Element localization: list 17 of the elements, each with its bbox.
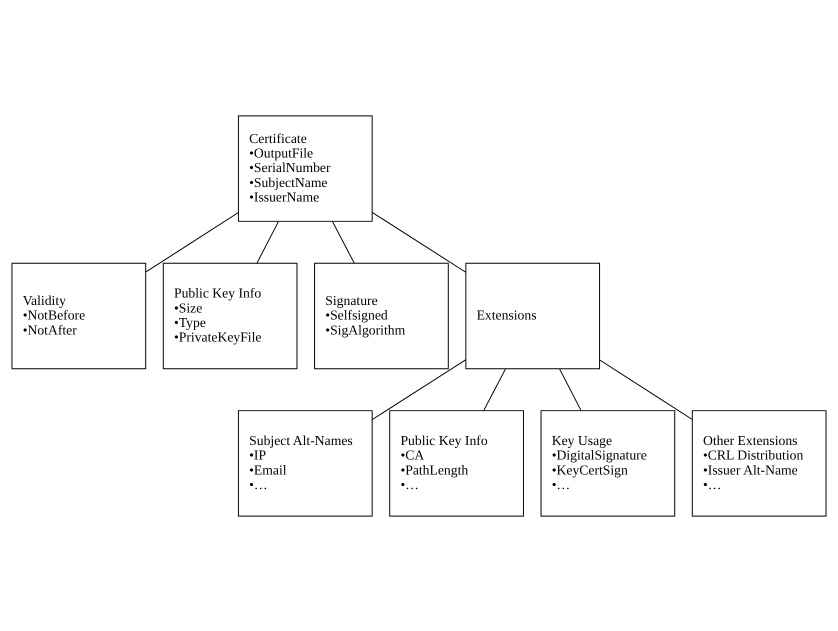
connector xyxy=(372,358,466,420)
connector xyxy=(599,359,692,420)
node-box: Public Key Info •CA •PathLength •… xyxy=(389,410,524,516)
node-box: Extensions xyxy=(465,262,600,369)
node-box: Signature •Selfsigned •SigAlgorithm xyxy=(314,262,449,369)
connector xyxy=(332,220,355,264)
node-box: Key Usage •DigitalSignature •KeyCertSign •… xyxy=(540,410,676,516)
connector xyxy=(146,212,239,272)
connector xyxy=(559,368,582,410)
connector xyxy=(483,368,506,410)
node-box: Subject Alt-Names •IP •Email •… xyxy=(238,410,373,516)
node-box: Validity •NotBefore •NotAfter xyxy=(11,262,146,369)
node-box: Other Extensions •CRL Distribution •Issuer Alt-Name •… xyxy=(692,410,827,516)
node-box: Public Key Info •Size •Type •PrivateKeyFile xyxy=(162,262,298,369)
connector xyxy=(372,211,466,272)
connector xyxy=(256,220,279,264)
node-box: Certificate •OutputFile •SerialNumber •SubjectName •IssuerName xyxy=(238,114,373,222)
